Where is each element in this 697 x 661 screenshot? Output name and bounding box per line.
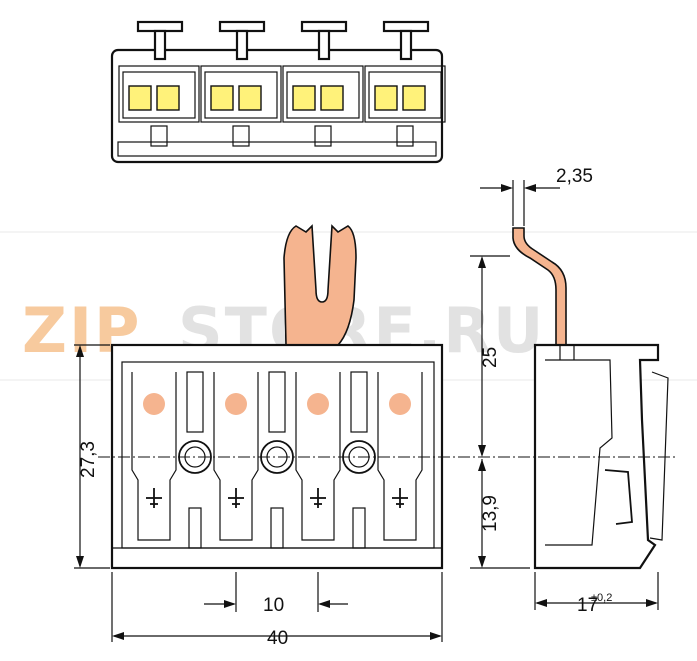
dim-lower-height: 13,9 [480, 495, 501, 532]
wire-entry [374, 85, 398, 111]
test-point [307, 393, 329, 415]
front-view [110, 224, 444, 570]
dim-depth: 17 [577, 595, 598, 616]
top-view [110, 20, 446, 164]
wire-entry [238, 85, 262, 111]
wire-entry [402, 85, 426, 111]
dim-depth-tolerance: ±0,2 [591, 592, 612, 604]
dim-pitch: 10 [263, 595, 284, 616]
wire-entry [128, 85, 152, 111]
top-pole [282, 20, 364, 147]
test-point [225, 393, 247, 415]
wire-entry [320, 85, 344, 111]
front-pole [213, 372, 259, 541]
side-view [512, 227, 669, 570]
wire-entry [210, 85, 234, 111]
dim-total-height: 27,3 [78, 441, 99, 478]
top-pole [118, 20, 200, 147]
release-lever [283, 224, 357, 346]
wire-entry [156, 85, 180, 111]
front-pole [131, 372, 177, 541]
front-pole [377, 372, 423, 541]
wire-entry [292, 85, 316, 111]
top-pole [200, 20, 282, 147]
test-point [143, 393, 165, 415]
top-pole [364, 20, 446, 147]
test-point [389, 393, 411, 415]
dim-total-width: 40 [267, 628, 288, 649]
dim-thickness: 2,35 [556, 166, 593, 187]
front-pole [295, 372, 341, 541]
dim-upper-height: 25 [480, 347, 501, 368]
dimension-lines [74, 180, 659, 642]
